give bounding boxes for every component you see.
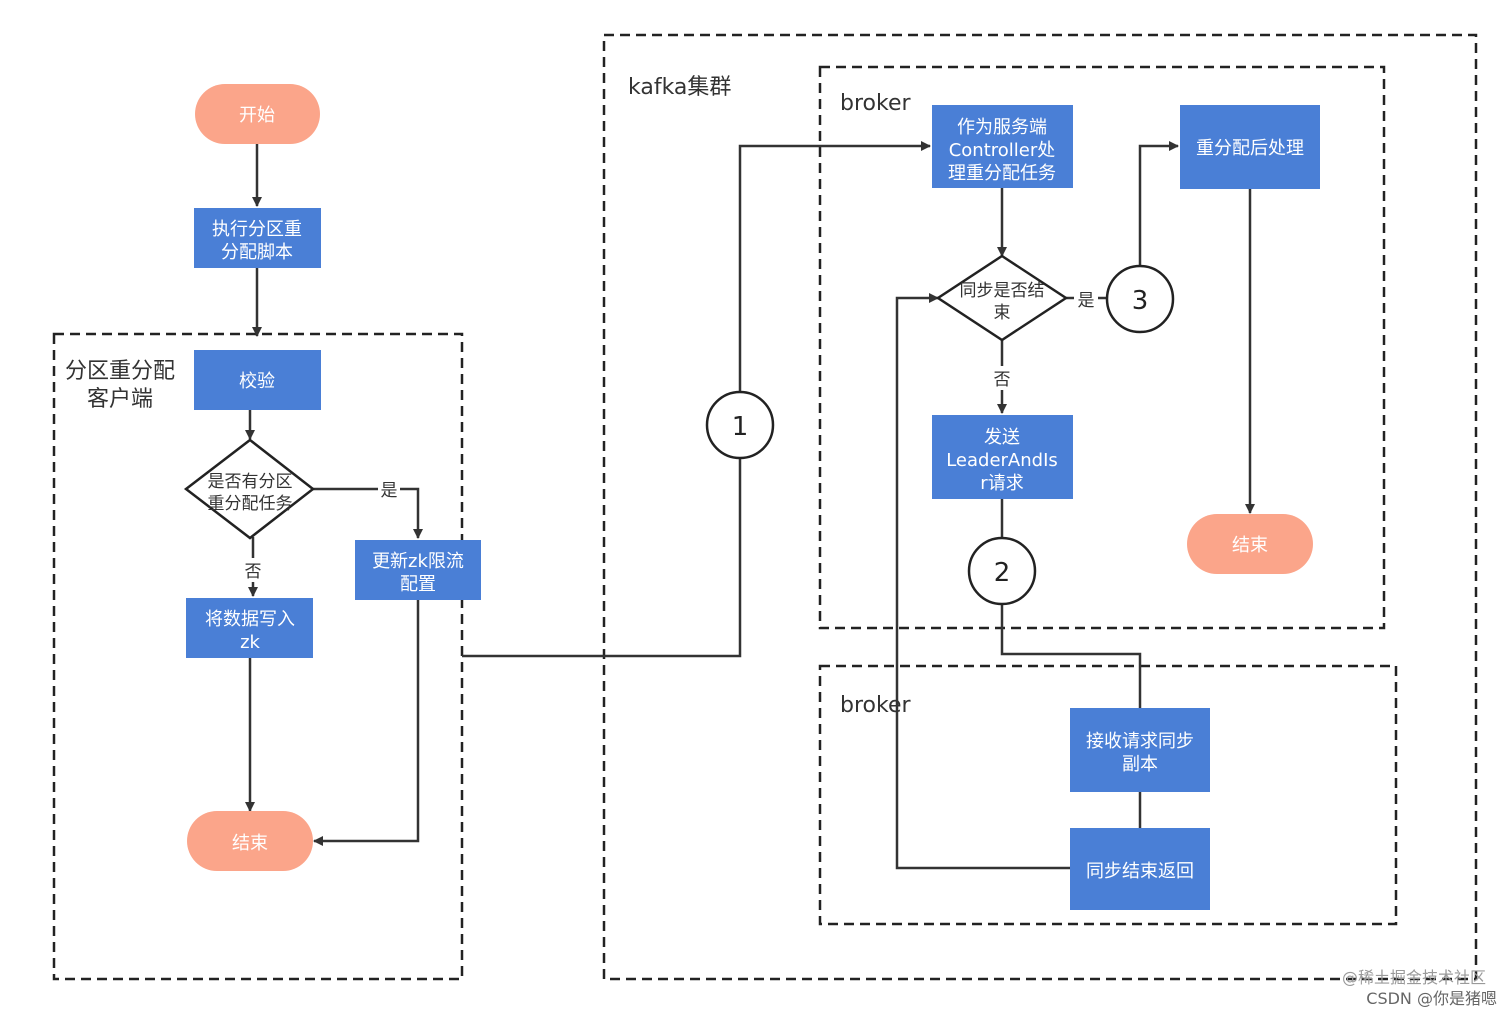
client-group-border xyxy=(52,332,464,981)
edge-label-bg-yes-client xyxy=(378,478,400,500)
start-label: 开始 xyxy=(239,105,275,126)
send-request-line1: 发送 xyxy=(984,427,1020,448)
step-marker-1 xyxy=(705,390,775,460)
edge-label-yes-client: 是 xyxy=(381,481,398,501)
client-group-label-line1: 分区重分配 xyxy=(65,359,175,384)
broker1-group-border xyxy=(818,65,1386,630)
sync-return-label: 同步结束返回 xyxy=(1086,861,1194,882)
kafka-cluster-group-border xyxy=(602,33,1478,981)
receive-sync-box xyxy=(1070,708,1210,792)
step-marker-1-label: 1 xyxy=(732,412,749,442)
edge-label-bg-no-broker xyxy=(991,366,1013,390)
write-zk-line2: zk xyxy=(240,632,260,653)
write-zk-line1: 将数据写入 xyxy=(205,609,295,630)
edge-update-to-end xyxy=(313,600,420,846)
start-terminal xyxy=(195,84,320,144)
update-zk-line1: 更新zk限流 xyxy=(372,551,464,572)
end-client-terminal xyxy=(187,811,313,871)
controller-line2: Controller处 xyxy=(949,140,1056,161)
end-broker-terminal xyxy=(1187,514,1313,574)
verify-label: 校验 xyxy=(239,371,275,392)
has-task-line1: 是否有分区 xyxy=(208,472,293,492)
exec-script-line2: 分配脚本 xyxy=(221,242,293,263)
kafka-cluster-label: kafka集群 xyxy=(628,75,731,100)
write-zk-box xyxy=(186,598,313,658)
edge-decision-yes xyxy=(313,487,423,539)
exec-script-line1: 执行分区重 xyxy=(212,219,302,240)
watermark-line1: @稀土掘金技术社区 xyxy=(1342,968,1486,987)
controller-line1: 作为服务端 xyxy=(957,117,1047,138)
post-process-label: 重分配后处理 xyxy=(1196,138,1304,159)
edge-label-yes-broker: 是 xyxy=(1078,291,1095,311)
step-marker-2 xyxy=(967,536,1037,606)
controller-box xyxy=(932,105,1073,188)
edge-return-to-sync-decision xyxy=(895,293,1070,870)
broker2-group-border xyxy=(818,664,1398,926)
edge-send-to-receive xyxy=(1000,499,1142,708)
watermark-line2: CSDN @你是猪嗯 xyxy=(1366,989,1497,1008)
sync-return-box xyxy=(1070,828,1210,910)
broker1-label: broker xyxy=(840,91,911,116)
step-marker-3-label: 3 xyxy=(1132,286,1149,316)
step-marker-2-label: 2 xyxy=(994,558,1011,588)
send-request-line2: LeaderAndIs xyxy=(946,450,1058,471)
send-request-box xyxy=(932,415,1073,499)
edge-client-to-controller xyxy=(462,141,931,658)
step-marker-3 xyxy=(1105,264,1175,334)
client-group-label-line2: 客户端 xyxy=(87,387,153,412)
exec-script-box xyxy=(194,208,321,268)
update-zk-line2: 配置 xyxy=(400,574,436,595)
edge-label-no-client: 否 xyxy=(245,562,262,582)
sync-done-line1: 同步是否结 xyxy=(960,281,1045,301)
verify-box xyxy=(194,350,321,410)
post-process-box xyxy=(1180,105,1320,189)
receive-sync-line2: 副本 xyxy=(1122,754,1158,775)
end-broker-label: 结束 xyxy=(1232,535,1268,556)
end-client-label: 结束 xyxy=(232,833,268,854)
has-task-decision xyxy=(183,438,316,540)
edge-label-bg-no-client xyxy=(242,558,264,582)
send-request-line3: r请求 xyxy=(980,473,1023,494)
receive-sync-line1: 接收请求同步 xyxy=(1086,731,1194,752)
edge-sync-yes xyxy=(1066,141,1179,300)
sync-done-line2: 束 xyxy=(994,303,1011,323)
edge-label-bg-yes-broker xyxy=(1074,288,1098,310)
sync-done-decision xyxy=(935,254,1069,342)
controller-line3: 理重分配任务 xyxy=(948,163,1056,184)
update-zk-box xyxy=(355,540,481,600)
broker2-label: broker xyxy=(840,693,911,718)
has-task-line2: 重分配任务 xyxy=(208,494,293,514)
edge-label-no-broker: 否 xyxy=(994,370,1011,390)
